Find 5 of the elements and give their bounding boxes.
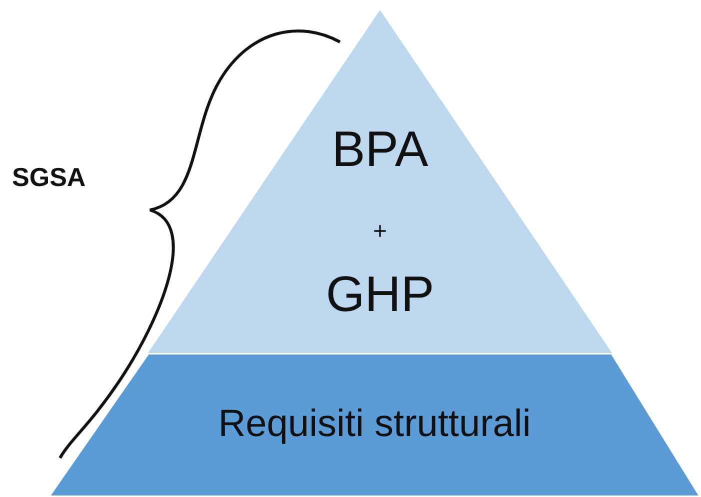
layer-label: BPA (332, 120, 428, 178)
layer-label: GHP (326, 265, 434, 323)
layer-label: Requisiti strutturali (218, 403, 531, 446)
layer-label: + (372, 218, 387, 246)
bracket-label: SGSA (12, 162, 86, 193)
